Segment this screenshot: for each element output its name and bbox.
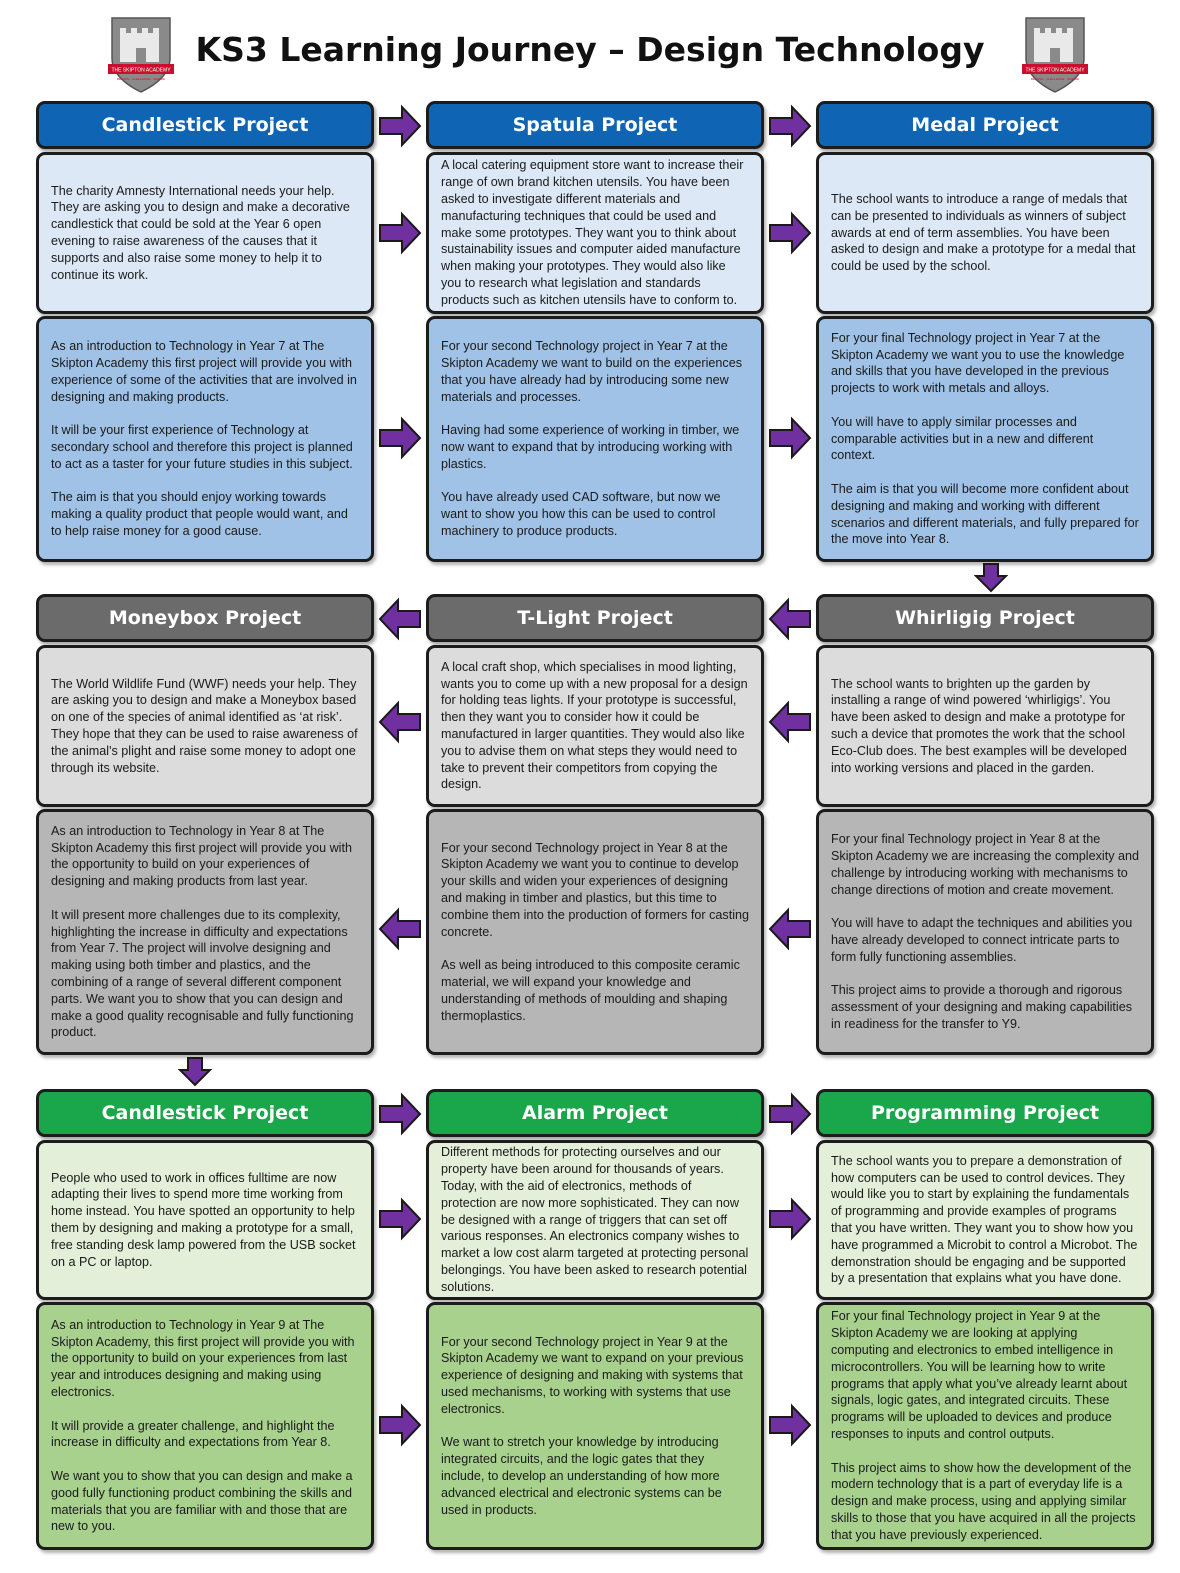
- arrow-right-icon: [378, 1197, 422, 1241]
- project-title: Moneybox Project: [36, 594, 374, 642]
- project-description: The World Wildlife Fund (WWF) needs your…: [36, 645, 374, 807]
- arrow-left-icon: [768, 700, 812, 744]
- project-description: A local catering equipment store want to…: [426, 152, 764, 314]
- paragraph: It will present more challenges due to i…: [51, 907, 354, 1040]
- paragraph: You will have to adapt the techniques an…: [831, 916, 1133, 964]
- project-introduction: As an introduction to Technology in Year…: [36, 1302, 374, 1550]
- project-title: Programming Project: [816, 1089, 1154, 1137]
- arrow-right-icon: [768, 1092, 812, 1136]
- arrow-right-icon: [768, 1403, 812, 1447]
- school-logo-right: THE SKIPTON ACADEMY BELONG · CHALLENGE ·…: [1020, 14, 1090, 94]
- arrow-left-icon: [378, 907, 422, 951]
- paragraph: The school wants you to prepare a demons…: [831, 1153, 1138, 1286]
- paragraph: As an introduction to Technology in Year…: [51, 823, 352, 889]
- arrow-right-icon: [378, 211, 422, 255]
- arrow-right-icon: [768, 211, 812, 255]
- project-title: T-Light Project: [426, 594, 764, 642]
- project-introduction: For your second Technology project in Ye…: [426, 1302, 764, 1550]
- paragraph: A local catering equipment store want to…: [441, 158, 744, 307]
- arrow-right-icon: [768, 104, 812, 148]
- arrow-left-icon: [378, 700, 422, 744]
- paragraph: It will provide a greater challenge, and…: [51, 1418, 335, 1450]
- paragraph: As an introduction to Technology in Year…: [51, 1317, 355, 1399]
- paragraph: For your second Technology project in Ye…: [441, 840, 749, 939]
- school-logo-left: THE SKIPTON ACADEMY BELONG · CHALLENGE ·…: [106, 14, 176, 94]
- arrow-right-icon: [768, 1197, 812, 1241]
- project-description: The school wants to introduce a range of…: [816, 152, 1154, 314]
- arrow-down-icon: [974, 563, 1008, 593]
- project-introduction: For your final Technology project in Yea…: [816, 316, 1154, 562]
- paragraph: As an introduction to Technology in Year…: [51, 339, 357, 404]
- arrow-right-icon: [378, 416, 422, 460]
- project-introduction: As an introduction to Technology in Year…: [36, 809, 374, 1055]
- project-title: Spatula Project: [426, 101, 764, 149]
- paragraph: You have already used CAD software, but …: [441, 490, 721, 538]
- paragraph: We want you to show that you can design …: [51, 1468, 353, 1534]
- project-description: The school wants you to prepare a demons…: [816, 1140, 1154, 1300]
- project-introduction: For your second Technology project in Ye…: [426, 316, 764, 562]
- project-title: Candlestick Project: [36, 1089, 374, 1137]
- paragraph: The school wants to brighten up the gard…: [831, 676, 1127, 775]
- paragraph: People who used to work in offices fullt…: [51, 1170, 356, 1269]
- project-introduction: As an introduction to Technology in Year…: [36, 316, 374, 562]
- project-title: Medal Project: [816, 101, 1154, 149]
- paragraph: As well as being introduced to this comp…: [441, 958, 740, 1023]
- logo-motto: BELONG · CHALLENGE · INSPIRE: [1031, 77, 1079, 81]
- paragraph: The aim is that you should enjoy working…: [51, 490, 348, 538]
- paragraph: You will have to apply similar processes…: [831, 414, 1094, 463]
- arrow-right-icon: [768, 416, 812, 460]
- paragraph: Different methods for protecting ourselv…: [441, 1145, 749, 1294]
- arrow-right-icon: [378, 104, 422, 148]
- paragraph: It will be your first experience of Tech…: [51, 423, 353, 471]
- paragraph: The World Wildlife Fund (WWF) needs your…: [51, 676, 358, 775]
- paragraph: For your final Technology project in Yea…: [831, 832, 1140, 897]
- paragraph: For your second Technology project in Ye…: [441, 1334, 744, 1416]
- project-title: Alarm Project: [426, 1089, 764, 1137]
- paragraph: A local craft shop, which specialises in…: [441, 659, 748, 792]
- arrow-right-icon: [378, 1403, 422, 1447]
- project-description: A local craft shop, which specialises in…: [426, 645, 764, 807]
- project-title: Whirligig Project: [816, 594, 1154, 642]
- paragraph: This project aims to provide a thorough …: [831, 983, 1133, 1031]
- project-description: The charity Amnesty International needs …: [36, 152, 374, 314]
- page-title: KS3 Learning Journey – Design Technology: [195, 30, 985, 69]
- arrow-right-icon: [378, 1092, 422, 1136]
- paragraph: For your second Technology project in Ye…: [441, 339, 743, 404]
- paragraph: The aim is that you will become more con…: [831, 481, 1139, 547]
- paragraph: The charity Amnesty International needs …: [51, 183, 350, 282]
- project-introduction: For your final Technology project in Yea…: [816, 1302, 1154, 1550]
- project-title: Candlestick Project: [36, 101, 374, 149]
- paragraph: This project aims to show how the develo…: [831, 1460, 1136, 1542]
- arrow-left-icon: [768, 597, 812, 641]
- arrow-down-icon: [178, 1057, 212, 1087]
- arrow-left-icon: [768, 907, 812, 951]
- project-description: The school wants to brighten up the gard…: [816, 645, 1154, 807]
- paragraph: We want to stretch your knowledge by int…: [441, 1435, 722, 1517]
- logo-text: THE SKIPTON ACADEMY: [111, 68, 171, 74]
- logo-text: THE SKIPTON ACADEMY: [1025, 68, 1085, 74]
- logo-motto: BELONG · CHALLENGE · INSPIRE: [117, 77, 165, 81]
- arrow-left-icon: [378, 597, 422, 641]
- project-description: People who used to work in offices fullt…: [36, 1140, 374, 1300]
- project-introduction: For your final Technology project in Yea…: [816, 809, 1154, 1055]
- paragraph: The school wants to introduce a range of…: [831, 192, 1136, 274]
- project-description: Different methods for protecting ourselv…: [426, 1140, 764, 1300]
- project-introduction: For your second Technology project in Ye…: [426, 809, 764, 1055]
- paragraph: Having had some experience of working in…: [441, 423, 740, 471]
- paragraph: For your final Technology project in Yea…: [831, 330, 1125, 396]
- paragraph: For your final Technology project in Yea…: [831, 1309, 1128, 1441]
